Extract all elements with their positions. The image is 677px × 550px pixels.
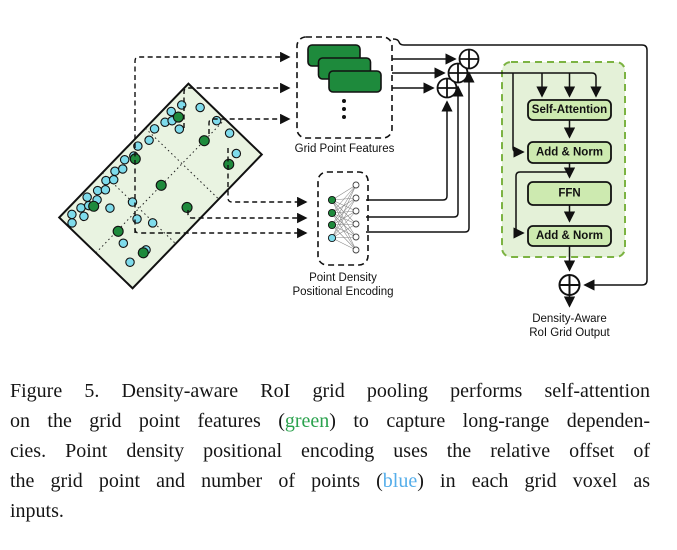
grid-point-dot xyxy=(137,247,149,259)
grid-to-encoding-arrow xyxy=(187,210,308,224)
grid-to-encoding-arrow xyxy=(227,148,308,208)
lidar-point-dot xyxy=(174,124,185,134)
ffn-label: FFN xyxy=(558,188,580,200)
lidar-point-dot xyxy=(149,124,160,134)
self-attention-box xyxy=(527,99,612,121)
lidar-point-dot xyxy=(101,175,111,186)
encoding-to-sum-wire xyxy=(366,100,453,201)
add-norm-label: Add & Norm xyxy=(536,230,603,242)
output-label-line2: RoI Grid Output xyxy=(529,327,610,339)
lidar-point-dot xyxy=(67,218,77,228)
dashed-connectors xyxy=(134,51,308,239)
mlp-output-node xyxy=(352,246,360,254)
add-norm-label: Add & Norm xyxy=(536,147,603,159)
add-norm-box xyxy=(527,225,612,247)
lidar-point-dot xyxy=(117,164,128,174)
mlp-output-node xyxy=(352,194,360,202)
encoding-to-sum-wire xyxy=(366,85,464,218)
lidar-point-dot xyxy=(195,102,205,113)
lidar-point-dot xyxy=(67,209,77,220)
lidar-point-dot xyxy=(147,218,158,228)
caption-line: the grid point and number of points (blu… xyxy=(10,470,650,492)
sum-nodes xyxy=(436,48,480,99)
lidar-point-dot xyxy=(82,192,92,202)
mlp-output-node xyxy=(352,233,360,241)
density-aware-roi-grid-pooling-diagram: Grid Point Features Point Density Positi… xyxy=(57,36,648,339)
global-residual-wire xyxy=(392,38,648,291)
lidar-point-dot xyxy=(100,185,111,195)
grid-green-points xyxy=(88,111,235,259)
plus-circle-icon xyxy=(458,48,480,70)
mlp-input-node xyxy=(327,220,337,230)
caption-word-green: green xyxy=(284,410,330,432)
lidar-point-dot xyxy=(118,238,129,248)
point-density-label-line1: Point Density xyxy=(309,272,377,284)
grid-point-features-label: Grid Point Features xyxy=(295,143,395,155)
roi-grid-box xyxy=(57,82,264,290)
lidar-point-dot xyxy=(108,174,119,185)
attention-block: Self-Attention Add & Norm FFN Add & Norm xyxy=(527,99,612,247)
mlp-output-node xyxy=(352,207,360,215)
feature-card xyxy=(328,70,382,93)
grid-point-dot xyxy=(155,179,167,191)
mlp-output-node xyxy=(352,220,360,228)
caption-line: cies. Point density positional encoding … xyxy=(10,440,650,462)
grid-to-features-arrow xyxy=(208,113,291,134)
grid-to-features-arrow xyxy=(134,51,291,233)
lidar-point-dot xyxy=(110,166,120,176)
output-label-line1: Density-Aware xyxy=(532,313,607,325)
lidar-point-dot xyxy=(92,185,103,196)
mlp-input-node xyxy=(327,195,337,205)
point-density-label-line2: Positional Encoding xyxy=(292,286,393,298)
plus-circle-icon xyxy=(436,77,458,99)
grid-point-dot xyxy=(181,201,193,214)
caption-word-blue: blue xyxy=(382,470,418,492)
lidar-point-dot xyxy=(125,257,135,267)
grid-point-dot xyxy=(172,111,184,123)
lidar-point-dot xyxy=(76,203,86,213)
lidar-point-dot xyxy=(79,211,89,222)
residual-skip-wire xyxy=(513,171,570,239)
lidar-point-dot xyxy=(119,155,130,165)
lidar-point-dot xyxy=(231,148,242,159)
mlp-output-node xyxy=(352,181,360,189)
caption-line: Figure 5. Density-aware RoI grid pooling… xyxy=(10,380,650,402)
sum-to-attention-wire xyxy=(458,72,602,98)
add-norm-box xyxy=(527,141,612,164)
grid-point-features-box: Grid Point Features xyxy=(295,36,395,155)
mlp-nodes xyxy=(327,181,360,254)
lidar-point-dot xyxy=(224,128,235,138)
caption-line: inputs. xyxy=(10,500,64,522)
grid-point-dot xyxy=(198,135,210,147)
solid-wires xyxy=(366,38,648,308)
lidar-point-dot xyxy=(105,203,115,213)
plus-circle-icon xyxy=(558,274,581,296)
grid-point-dot xyxy=(112,225,124,237)
positional-encoding-box: Point Density Positional Encoding xyxy=(292,171,394,298)
plus-circle-icon xyxy=(447,62,469,84)
grid-point-dot xyxy=(88,200,100,212)
grid-to-features-arrow xyxy=(183,82,291,128)
grid-point-dot xyxy=(129,153,141,165)
grid-point-dot xyxy=(223,158,235,170)
mlp-input-node xyxy=(327,208,337,218)
ellipsis-dots xyxy=(342,99,346,119)
grid-to-encoding-arrow xyxy=(134,227,308,239)
mlp-input-node xyxy=(327,233,337,243)
self-attention-label: Self-Attention xyxy=(532,104,607,116)
figure-caption: Figure 5. Density-aware RoI grid pooling… xyxy=(10,376,650,526)
output-sum: Density-Aware RoI Grid Output xyxy=(529,274,611,339)
encoding-to-sum-wire xyxy=(366,71,475,233)
ffn-box xyxy=(527,181,612,206)
lidar-point-dot xyxy=(144,135,154,145)
residual-skip-wire xyxy=(512,73,525,158)
caption-line: on the grid point features (green) to ca… xyxy=(10,410,650,432)
